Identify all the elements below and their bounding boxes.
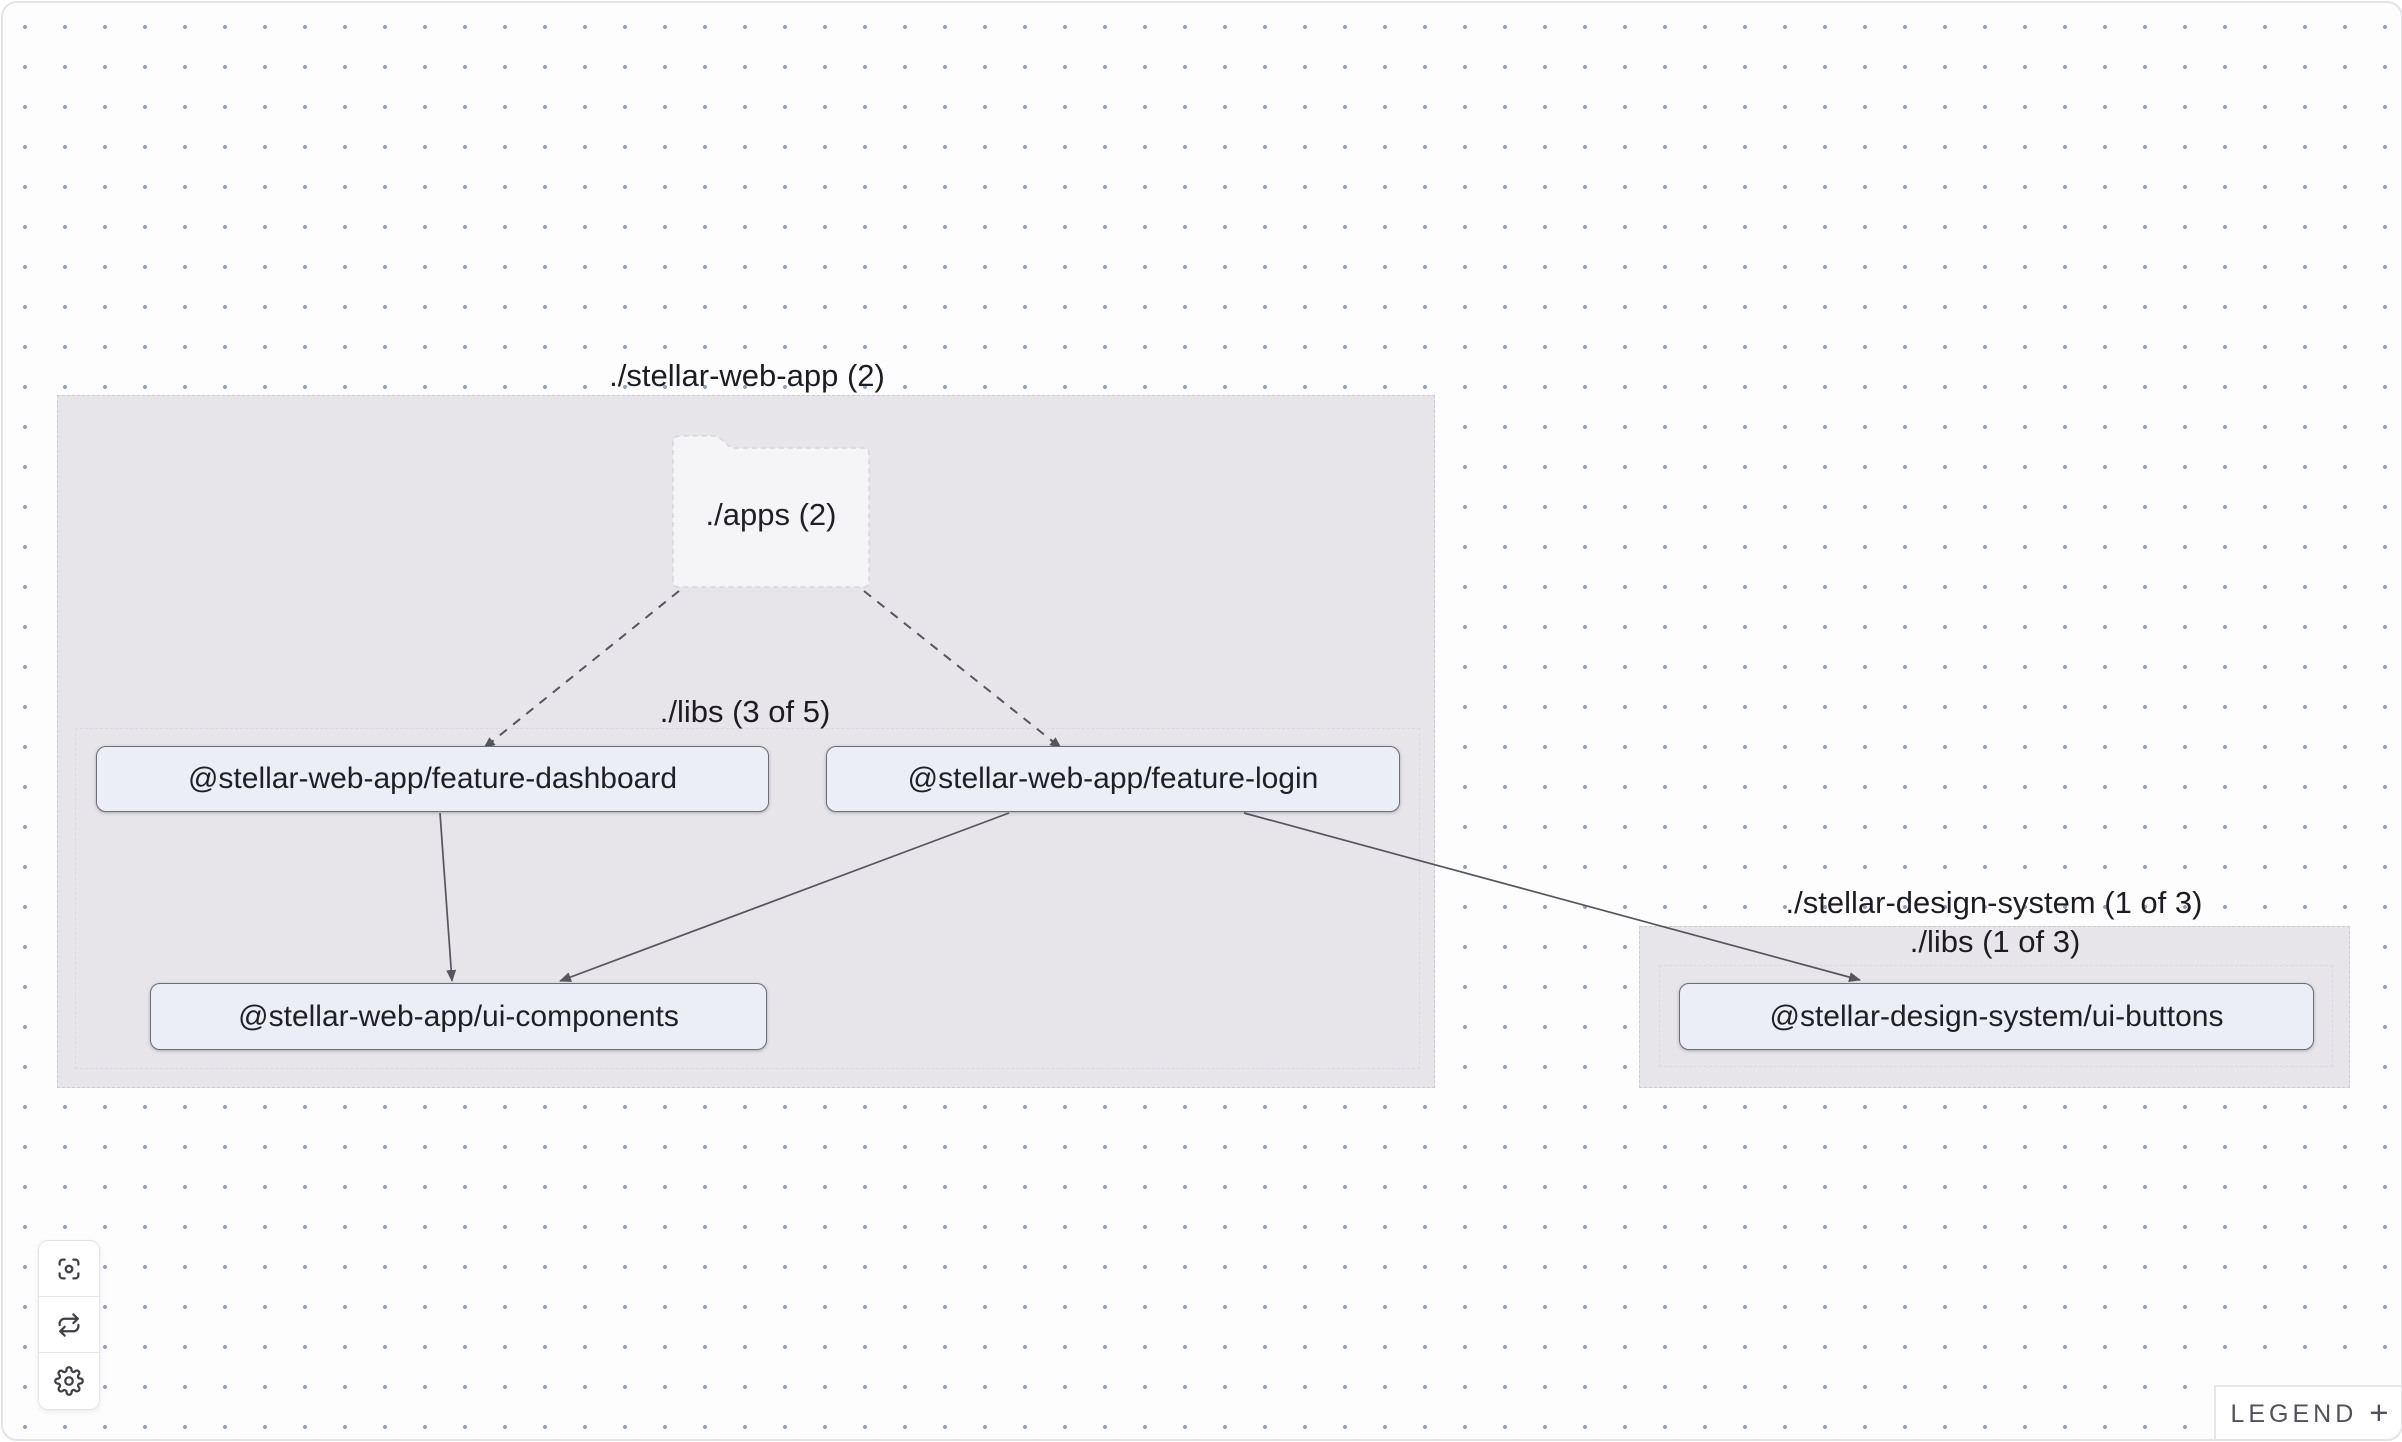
refresh-icon: [58, 1312, 80, 1337]
project-node-ui-buttons[interactable]: @stellar-design-system/ui-buttons: [1679, 983, 2314, 1050]
folder-icon: [672, 435, 870, 588]
group-label-web-app-libs: ./libs (3 of 5): [659, 694, 831, 729]
project-node-feature-login[interactable]: @stellar-web-app/feature-login: [826, 746, 1400, 812]
project-node-ui-components[interactable]: @stellar-web-app/ui-components: [150, 983, 767, 1050]
plus-icon: +: [2369, 1393, 2389, 1431]
focus-button[interactable]: [39, 1241, 99, 1297]
group-label-design-system-libs: ./libs (1 of 3): [1909, 924, 2081, 959]
focus-icon: [58, 1258, 80, 1279]
legend-label: LEGEND: [2230, 1399, 2358, 1428]
folder-node-apps[interactable]: ./apps (2): [667, 431, 875, 593]
canvas-toolbar: [38, 1240, 100, 1410]
project-node-label: @stellar-design-system/ui-buttons: [1769, 999, 2224, 1033]
group-label-stellar-web-app: ./stellar-web-app (2): [609, 358, 885, 393]
group-label-stellar-design-system: ./stellar-design-system (1 of 3): [1785, 885, 2203, 920]
refresh-button[interactable]: [39, 1297, 99, 1353]
project-node-label: @stellar-web-app/feature-login: [907, 762, 1319, 795]
group-box-design-system-libs: [1659, 965, 2333, 1067]
gear-icon: [54, 1366, 84, 1396]
folder-node-label: ./apps (2): [705, 497, 837, 532]
legend-toggle-button[interactable]: LEGEND +: [2214, 1385, 2401, 1439]
project-node-label: @stellar-web-app/feature-dashboard: [187, 762, 678, 795]
project-node-label: @stellar-web-app/ui-components: [238, 999, 679, 1033]
project-node-feature-dashboard[interactable]: @stellar-web-app/feature-dashboard: [96, 746, 769, 812]
settings-button[interactable]: [39, 1353, 99, 1409]
